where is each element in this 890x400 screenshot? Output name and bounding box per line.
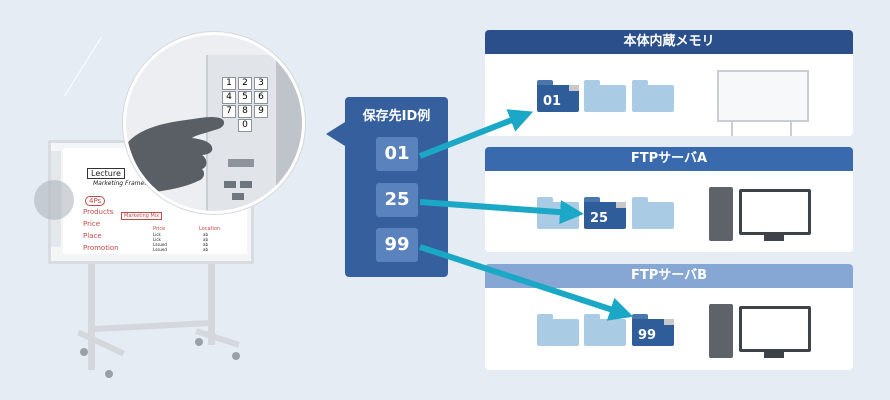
panel-header: FTPサーバA [485,147,853,171]
folder-icon [632,80,674,112]
caster [105,370,113,378]
key-8[interactable]: 8 [238,105,252,118]
control-button [240,181,252,188]
focus-circle [34,180,74,220]
monitor-icon [739,306,811,352]
board-item: Products [83,208,114,216]
keypad: 1 2 3 4 5 6 7 8 9 0 [214,77,274,137]
pointing-hand-icon [126,117,225,195]
id-chip-25: 25 [376,183,418,217]
folder-id-label: 01 [543,94,562,109]
board-price-title: Price [153,226,166,232]
monitor-stand [764,235,784,241]
board-item: Price [83,220,101,228]
board-item: Place [83,232,102,240]
id-example-title: 保存先ID例 [362,109,431,124]
whiteboard-icon [717,70,809,122]
caster [80,348,88,356]
destination-panel-ftp-a: FTPサーバA 25 [485,147,853,252]
folder-icon [537,314,579,346]
board-right-title: Location [199,226,221,232]
folder-icon: 01 [537,80,579,112]
whiteboard-icon-leg [790,120,792,136]
key-9[interactable]: 9 [254,105,268,118]
id-chip-01: 01 [376,137,418,171]
magnified-keypad-circle: 1 2 3 4 5 6 7 8 9 0 [123,32,305,214]
caster [232,352,240,360]
caster [195,338,203,346]
board-right-item: ab [203,242,208,247]
board-price-item: Lssued [153,242,167,247]
destination-panel-ftp-b: FTPサーバB 99 [485,264,853,370]
key-7[interactable]: 7 [222,105,236,118]
panel-header: 本体内蔵メモリ [485,30,853,54]
board-right-item: ab [203,232,208,237]
destination-panel-internal-memory: 本体内蔵メモリ 01 [485,30,853,136]
callout-pointer [326,122,345,146]
server-tower-icon [709,304,733,358]
control-button [232,193,244,200]
board-center-label: Marketing Mix [121,212,163,220]
board-subtitle: Marketing Framework [93,180,159,187]
key-5[interactable]: 5 [238,91,252,104]
key-0[interactable]: 0 [238,119,252,132]
key-6[interactable]: 6 [254,91,268,104]
board-price-item: Lssued [153,247,167,252]
server-tower-icon [709,187,733,241]
monitor-icon [739,189,811,235]
id-example-box: 保存先ID例 01 25 99 [345,97,448,277]
whiteboard-stand [208,255,215,345]
device-edge [276,35,302,211]
folder-icon: 25 [584,197,626,229]
control-button [224,181,236,188]
folder-id-label: 99 [638,328,657,343]
monitor-stand [764,352,784,358]
key-3[interactable]: 3 [254,77,268,90]
board-price-item: Lick [153,232,161,237]
panel-header: FTPサーバB [485,264,853,288]
folder-icon [584,80,626,112]
board-price-item: Lick [153,237,161,242]
board-right-item: ab [203,237,208,242]
folder-icon [584,314,626,346]
key-1[interactable]: 1 [222,77,236,90]
folder-icon: 99 [632,314,674,346]
key-4[interactable]: 4 [222,91,236,104]
arrow-to-internal-memory [418,109,534,159]
board-right-item: ab [203,247,208,252]
board-title: Lecture [87,168,125,179]
board-item: Promotion [83,244,119,252]
whiteboard-icon-leg [731,120,733,136]
key-2[interactable]: 2 [238,77,252,90]
id-chip-99: 99 [376,228,418,262]
arrow-to-ftp-a [419,199,584,225]
control-button [228,159,254,167]
whiteboard-illustration: Lecture Marketing Framework 4Ps Products… [0,0,330,400]
whiteboard-stand [88,255,95,370]
folder-id-label: 25 [590,211,609,226]
arrow-to-ftp-b [419,244,634,321]
board-item: 4Ps [85,196,106,206]
folder-icon [632,197,674,229]
